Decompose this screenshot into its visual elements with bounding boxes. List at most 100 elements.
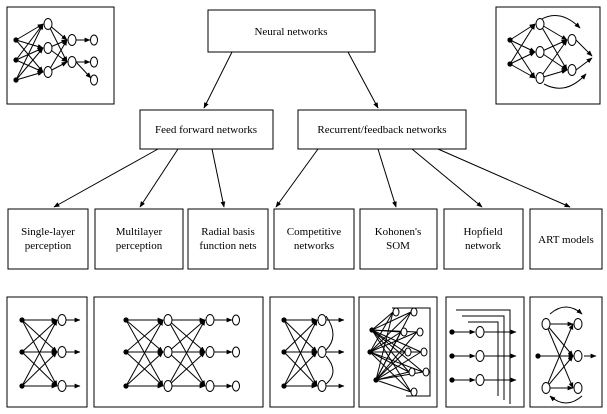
neuron-node (422, 367, 430, 377)
neuron-node (416, 327, 424, 337)
input-node (123, 383, 129, 389)
input-node (19, 349, 25, 355)
arrow-ff-multi (139, 148, 179, 208)
input-node (123, 349, 129, 355)
neuron-node (535, 18, 545, 30)
input-node (19, 317, 25, 323)
input-node (507, 61, 513, 67)
neuron-node (410, 307, 418, 317)
input-node (123, 317, 129, 323)
input-node (13, 37, 19, 43)
connection (283, 319, 318, 387)
connection (15, 23, 44, 81)
leaf-kohonen-line1: Kohonen's (375, 226, 422, 238)
input-node (281, 349, 287, 355)
input-node (19, 383, 25, 389)
connection (539, 23, 568, 41)
connection (539, 23, 568, 71)
leaf-kohonen: Kohonen's SOM (359, 208, 438, 270)
connection (543, 73, 587, 89)
connection (167, 319, 206, 353)
connection (539, 39, 568, 79)
neuron-node (475, 326, 485, 338)
neuron-node (57, 380, 67, 392)
recurrent-network-icon (507, 15, 593, 89)
leaf-rbf-line2: function nets (199, 240, 256, 252)
connection (456, 309, 511, 404)
connection (125, 351, 164, 387)
neuron-node (232, 314, 240, 326)
competitive-icon (281, 314, 345, 392)
neuron-node (90, 74, 98, 86)
input-node (369, 327, 375, 333)
hopfield-icon-frame (445, 296, 525, 408)
connection (392, 307, 431, 397)
connection (549, 306, 583, 315)
neuron-node (541, 318, 551, 330)
recurrent-label: Recurrent/feedback networks (317, 124, 446, 136)
neuron-node (567, 34, 577, 46)
neuron-node (410, 387, 418, 397)
art-icon (535, 306, 597, 404)
input-node (373, 377, 379, 383)
arrow-root-feedforward (203, 51, 233, 109)
connection (509, 23, 536, 65)
connection (283, 351, 318, 387)
leaf-multilayer-line2: perception (116, 240, 163, 252)
connection (283, 319, 318, 353)
feedforward-node: Feed forward networks (139, 109, 274, 150)
neuron-node (163, 380, 173, 392)
neuron-node (404, 347, 412, 357)
leaf-multilayer: Multilayer perception (94, 208, 184, 270)
kohonen-som-icon (367, 307, 431, 397)
neuron-node (400, 327, 408, 337)
neuron-node (205, 346, 215, 358)
connection (369, 331, 418, 353)
connection (509, 39, 536, 79)
connection (15, 23, 44, 61)
leaf-competitive-line1: Competitive (287, 226, 342, 238)
input-node (449, 377, 455, 383)
connection (575, 39, 593, 57)
input-node (449, 329, 455, 335)
leaf-art: ART models (529, 208, 603, 270)
connection (375, 311, 394, 381)
multilayer-icon (123, 314, 240, 392)
connection (371, 311, 394, 331)
connection (371, 311, 412, 331)
recurrent-node: Recurrent/feedback networks (297, 109, 467, 150)
neuron-node (67, 56, 77, 68)
connection (325, 315, 334, 351)
connection (371, 329, 410, 373)
leaf-competitive-line2: networks (294, 240, 334, 252)
leaf-hopfield: Hopfield network (443, 208, 524, 270)
neuron-node (232, 380, 240, 392)
connection (15, 47, 44, 81)
arrow-ff-rbf (211, 148, 226, 208)
neuron-node (573, 350, 583, 362)
connection (21, 351, 58, 387)
arrow-rec-competitive (275, 148, 319, 208)
connection (375, 379, 412, 393)
connection (125, 319, 164, 387)
connection (47, 23, 68, 63)
single-layer-icon (19, 314, 81, 392)
leaf-single-layer-line1: Single-layer (21, 226, 75, 238)
neuron-node (475, 374, 485, 386)
neuron-node (205, 314, 215, 326)
connection (575, 57, 593, 71)
neuron-node (43, 42, 53, 54)
neuron-node (317, 314, 327, 326)
connection (545, 323, 574, 357)
feedforward-network-icon (13, 18, 98, 86)
connection (371, 329, 406, 353)
leaf-rbf: Radial basis function nets (187, 208, 269, 270)
connection (167, 319, 206, 387)
neuron-node (573, 382, 583, 394)
input-node (449, 353, 455, 359)
connection (509, 51, 536, 65)
neuron-node (573, 318, 583, 330)
network-icons (13, 15, 597, 404)
hopfield-icon (449, 309, 517, 404)
